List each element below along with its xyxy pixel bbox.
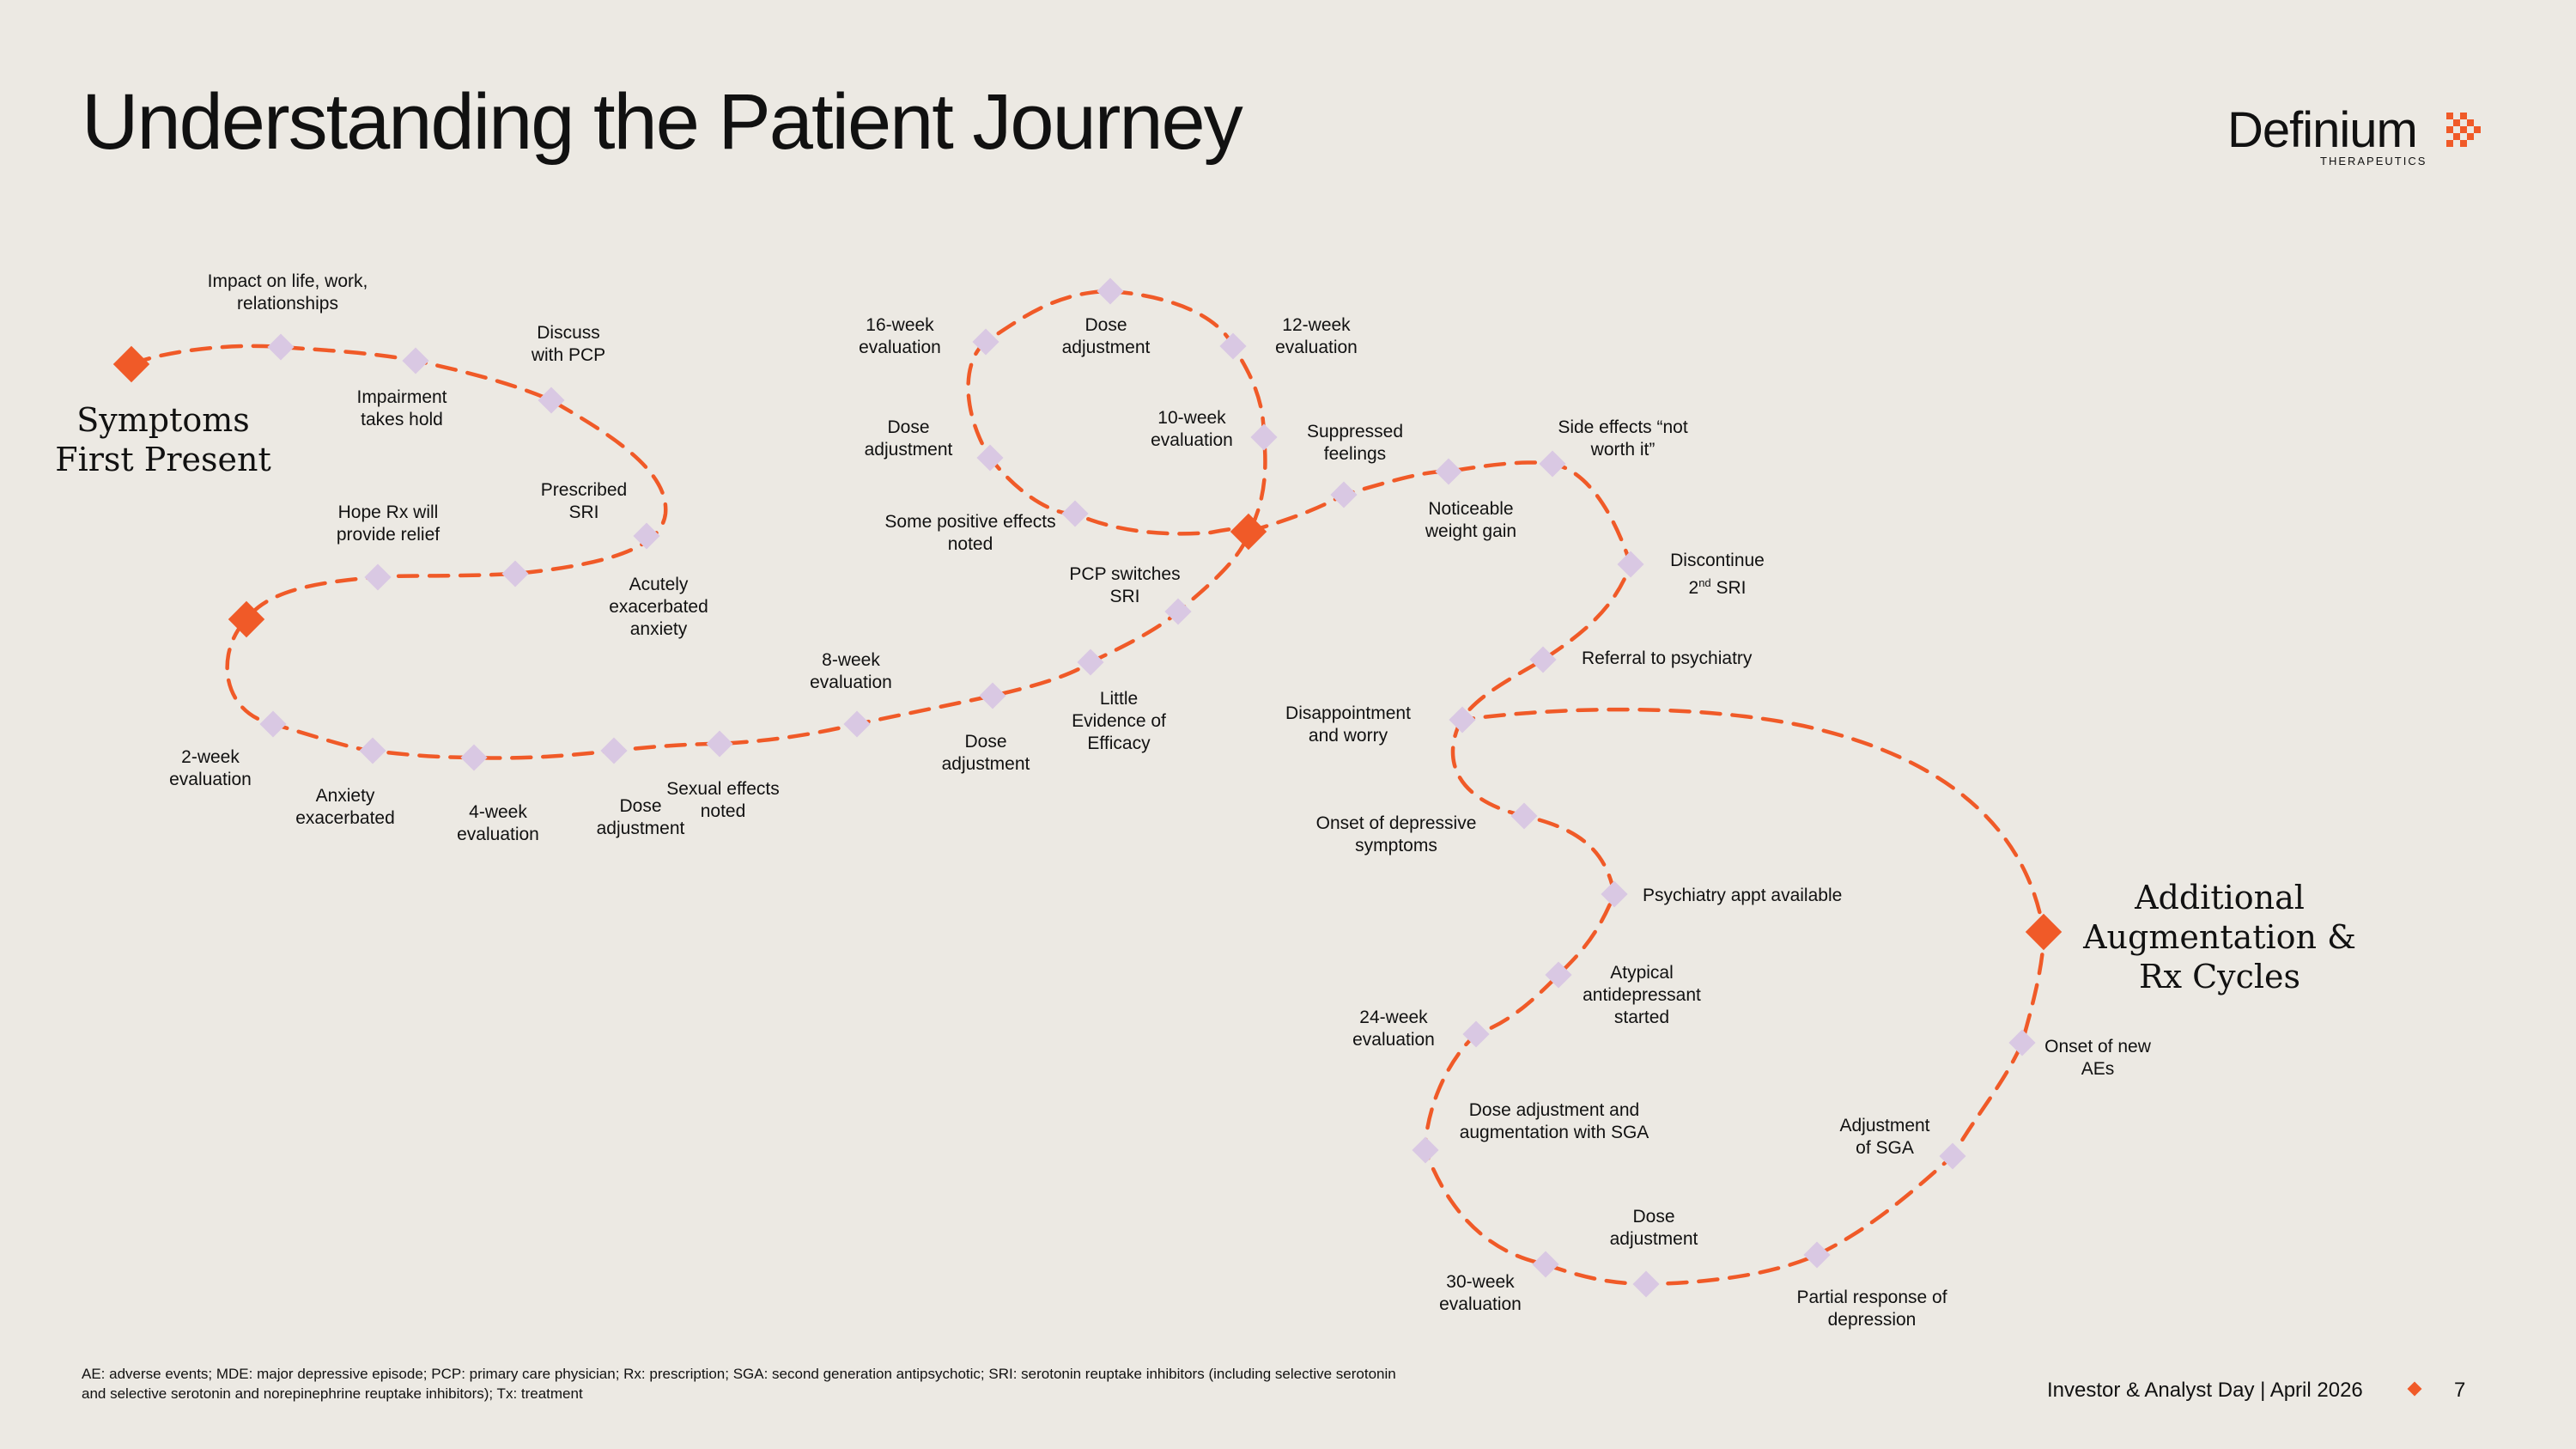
step-atypical-label: Atypical antidepressant started (1583, 963, 1701, 1027)
step-marker-two-week (259, 710, 287, 738)
step-marker-dose-adj-1 (600, 737, 628, 764)
step-marker-eight-week (843, 710, 871, 738)
step-impact-label: Impact on life, work, relationships (207, 271, 368, 314)
step-psychiatry-appt-label: Psychiatry appt available (1643, 886, 1843, 905)
step-marker-little-evidence (1077, 648, 1104, 676)
step-marker-atypical (1545, 961, 1572, 989)
step-marker-dose-adj-top (1097, 277, 1124, 305)
brand-mark-icon (2446, 113, 2481, 147)
step-sexual-effects-label: Sexual effects noted (666, 779, 780, 821)
step-discontinue-label: Discontinue 2nd SRI (1649, 550, 1786, 600)
step-marker-dose-aug-sga (1412, 1136, 1439, 1164)
step-dose-adj-3-label: Dose adjustment (864, 417, 953, 460)
step-adjustment-sga-label: Adjustment of SGA (1839, 1116, 1930, 1158)
discontinue-suffix: SRI (1710, 578, 1747, 598)
step-dose-adj-top-label: Dose adjustment (1061, 315, 1151, 357)
step-marker-four-week (460, 744, 488, 771)
step-marker-twentyfour-week (1462, 1020, 1490, 1048)
step-marker-sixteen-week (972, 328, 999, 356)
step-8-week-label: 8-week evaluation (810, 650, 892, 692)
step-4-week-label: 4-week evaluation (457, 802, 539, 844)
step-anxiety-exacerbated-label: Anxiety exacerbated (295, 786, 395, 828)
step-marker-ten-week (1250, 423, 1278, 451)
journey-path (129, 289, 1267, 760)
step-16-week-label: 16-week evaluation (859, 315, 941, 357)
step-marker-sri-pre (501, 560, 529, 588)
step-impairment-label: Impairment takes hold (356, 387, 447, 429)
brand-sub: THERAPEUTICS (2320, 155, 2427, 167)
step-marker-discontinue (1617, 551, 1644, 578)
step-marker-discuss-pcp (538, 387, 565, 414)
page-title: Understanding the Patient Journey (82, 78, 1243, 166)
step-marker-sexual (706, 730, 733, 758)
journey-path-2 (1246, 460, 2046, 1287)
step-marker-dose-adj-4 (1632, 1270, 1660, 1298)
step-marker-prescribed-sri (633, 522, 660, 550)
step-pcp-switches-label: PCP switches SRI (1069, 564, 1181, 606)
step-24-week-label: 24-week evaluation (1352, 1008, 1435, 1050)
step-dose-adj-4-label: Dose adjustment (1609, 1207, 1698, 1249)
brand-logo: Definium THERAPEUTICS (2227, 101, 2481, 167)
step-disappointment-label: Disappointment and worry (1285, 703, 1411, 746)
step-referral-label: Referral to psychiatry (1582, 648, 1753, 668)
step-marker-partial-response (1803, 1241, 1831, 1269)
milestone-marker-switch (1230, 513, 1267, 551)
step-hope-rx-label: Hope Rx will provide relief (336, 502, 440, 545)
step-marker-weight-gain (1435, 458, 1462, 485)
step-partial-response-label: Partial response of depression (1796, 1288, 1947, 1330)
milestone-end-label: Additional Augmentation & Rx Cycles (2083, 879, 2356, 995)
step-suppressed-label: Suppressed feelings (1306, 422, 1404, 464)
step-marker-impairment (402, 347, 429, 374)
step-dose-adj-1-label: Dose adjustment (596, 796, 685, 838)
step-marker-thirty-week (1532, 1251, 1559, 1278)
step-10-week-label: 10-week evaluation (1151, 408, 1233, 450)
step-marker-hope-rx (364, 563, 392, 591)
milestone-marker-start (112, 345, 150, 383)
step-some-positive-label: Some positive effects noted (884, 512, 1056, 554)
milestone-marker-end (2025, 913, 2063, 951)
step-dose-aug-sga-label: Dose adjustment and augmentation with SG… (1459, 1100, 1649, 1142)
step-marker-onset-new-aes (2008, 1029, 2036, 1056)
step-marker-disappointment (1449, 706, 1476, 734)
footer-event: Investor & Analyst Day | April 2026 (2047, 1379, 2363, 1402)
step-marker-adjustment-sga (1939, 1142, 1966, 1170)
step-marker-impact (267, 333, 295, 361)
discontinue-num: 2 (1688, 578, 1699, 598)
step-onset-depressive-label: Onset of depressive symptoms (1315, 813, 1477, 855)
step-marker-twelve-week (1219, 332, 1247, 360)
step-marker-referral (1529, 646, 1557, 673)
step-30-week-label: 30-week evaluation (1439, 1272, 1522, 1314)
page-number: 7 (2454, 1379, 2466, 1402)
discontinue-prefix: Discontinue (1670, 551, 1765, 570)
step-marker-suppressed (1330, 481, 1358, 508)
step-onset-new-aes-label: Onset of new AEs (2044, 1037, 2151, 1079)
step-discuss-pcp-label: Discuss with PCP (531, 323, 606, 365)
step-12-week-label: 12-week evaluation (1275, 315, 1358, 357)
step-marker-dose-adj-2 (979, 682, 1006, 709)
footnote: AE: adverse events; MDE: major depressiv… (82, 1366, 1396, 1402)
step-acutely-label: Acutely exacerbated anxiety (609, 575, 708, 639)
discontinue-sup: nd (1698, 576, 1711, 589)
step-side-effects-label: Side effects “not worth it” (1558, 417, 1688, 460)
step-prescribed-sri-label: Prescribed SRI (540, 480, 628, 522)
step-marker-onset-depressive (1510, 802, 1538, 830)
step-2-week-label: 2-week evaluation (169, 747, 252, 789)
step-little-evidence-label: Little Evidence of Efficacy (1072, 689, 1166, 753)
step-weight-gain-label: Noticeable weight gain (1425, 499, 1517, 541)
step-marker-anxiety (359, 737, 386, 764)
step-dose-adj-2-label: Dose adjustment (941, 732, 1030, 774)
milestone-start-label: Symptoms First Present (55, 401, 271, 478)
step-marker-psychiatry-appt (1601, 880, 1628, 908)
brand-name: Definium (2227, 102, 2418, 158)
